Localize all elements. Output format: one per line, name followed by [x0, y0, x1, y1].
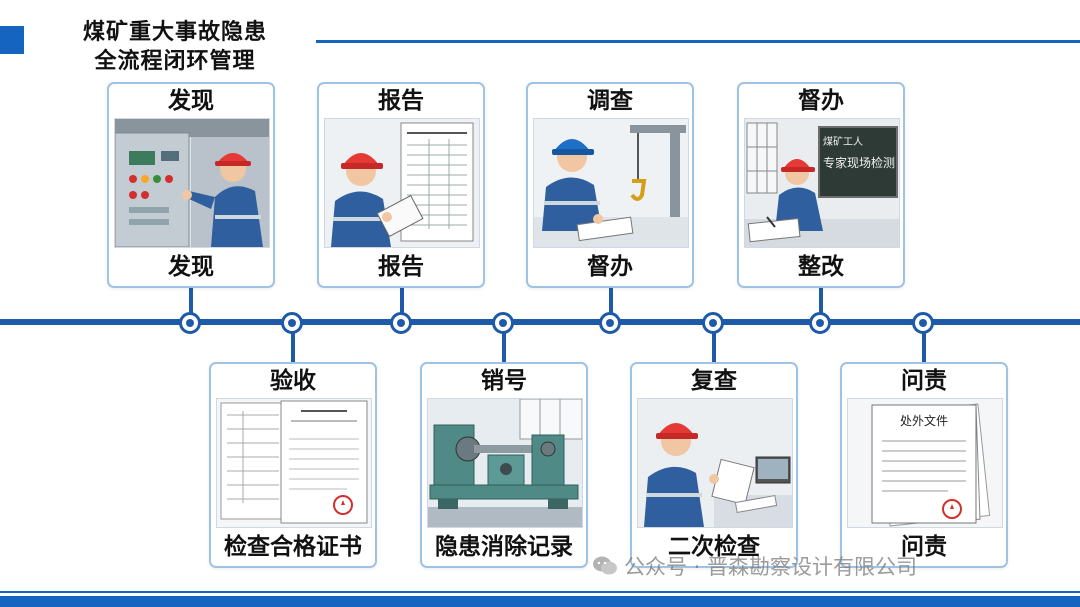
process-timeline: [0, 319, 1080, 325]
connector-8: [922, 328, 926, 362]
card-caption: 整改: [798, 254, 844, 280]
connector-4: [502, 328, 506, 362]
card-title: 报告: [378, 88, 424, 114]
title-line-2: 全流程闭环管理: [94, 49, 256, 74]
connector-3: [400, 288, 404, 314]
card-caption: 二次检查: [668, 534, 760, 560]
board-text-line-2: 专家现场检测: [823, 155, 895, 170]
timeline-node-2: [281, 312, 303, 334]
worker-writing-report-image: [324, 118, 480, 248]
expert-field-inspection-image: 煤矿工人 专家现场检测: [744, 118, 900, 248]
step-card-report: 报告 报告: [317, 82, 485, 288]
certificate-document-image: [216, 398, 372, 528]
worker-at-control-panel-image: [114, 118, 270, 248]
step-card-acceptance: 验收 检查合格证书: [209, 362, 377, 568]
card-title: 销号: [481, 368, 527, 394]
title-line-1: 煤矿重大事故隐患: [82, 20, 267, 45]
card-title: 发现: [168, 88, 214, 114]
card-title: 验收: [270, 368, 316, 394]
card-caption: 问责: [901, 534, 947, 560]
card-caption: 检查合格证书: [224, 534, 362, 560]
doc-title: 处外文件: [900, 413, 948, 428]
card-title: 督办: [798, 88, 844, 114]
step-card-accountability: 问责 处外文件 问责: [840, 362, 1008, 568]
worker-investigating-image: [533, 118, 689, 248]
card-title: 复查: [691, 368, 737, 394]
step-card-supervise: 督办 煤矿工人 专家现场检测 整改: [737, 82, 905, 288]
timeline-node-7: [809, 312, 831, 334]
timeline-node-1: [179, 312, 201, 334]
wechat-icon: [593, 556, 617, 575]
timeline-node-4: [492, 312, 514, 334]
card-caption: 报告: [378, 254, 424, 280]
step-card-discover: 发现 发现: [107, 82, 275, 288]
footer-thin-rule: [0, 591, 1080, 593]
penalty-document-image: 处外文件: [847, 398, 1003, 528]
page-title: 煤矿重大事故隐患 全流程闭环管理: [40, 18, 310, 76]
step-card-recheck: 复查 二次检查: [630, 362, 798, 568]
card-title: 调查: [587, 88, 633, 114]
board-text-line-1: 煤矿工人: [823, 135, 863, 148]
timeline-node-3: [390, 312, 412, 334]
card-caption: 督办: [587, 254, 633, 280]
timeline-node-6: [702, 312, 724, 334]
corner-accent: [0, 26, 24, 54]
connector-5: [609, 288, 613, 314]
footer-bar: [0, 596, 1080, 607]
lathe-machine-image: [427, 398, 583, 528]
card-caption: 发现: [168, 254, 214, 280]
watermark: 公众号 · 晋森勘察设计有限公司: [592, 548, 917, 584]
card-title: 问责: [901, 368, 947, 394]
step-card-close-out: 销号 隐患消除记录: [420, 362, 588, 568]
worker-rechecking-image: [637, 398, 793, 528]
connector-2: [291, 328, 295, 362]
watermark-text: 公众号 · 晋森勘察设计有限公司: [624, 555, 918, 579]
connector-6: [712, 328, 716, 362]
header-rule: [316, 40, 1080, 43]
card-caption: 隐患消除记录: [435, 534, 573, 560]
step-card-investigate: 调查 督办: [526, 82, 694, 288]
connector-1: [189, 288, 193, 314]
connector-7: [819, 288, 823, 314]
timeline-node-5: [599, 312, 621, 334]
timeline-node-8: [912, 312, 934, 334]
